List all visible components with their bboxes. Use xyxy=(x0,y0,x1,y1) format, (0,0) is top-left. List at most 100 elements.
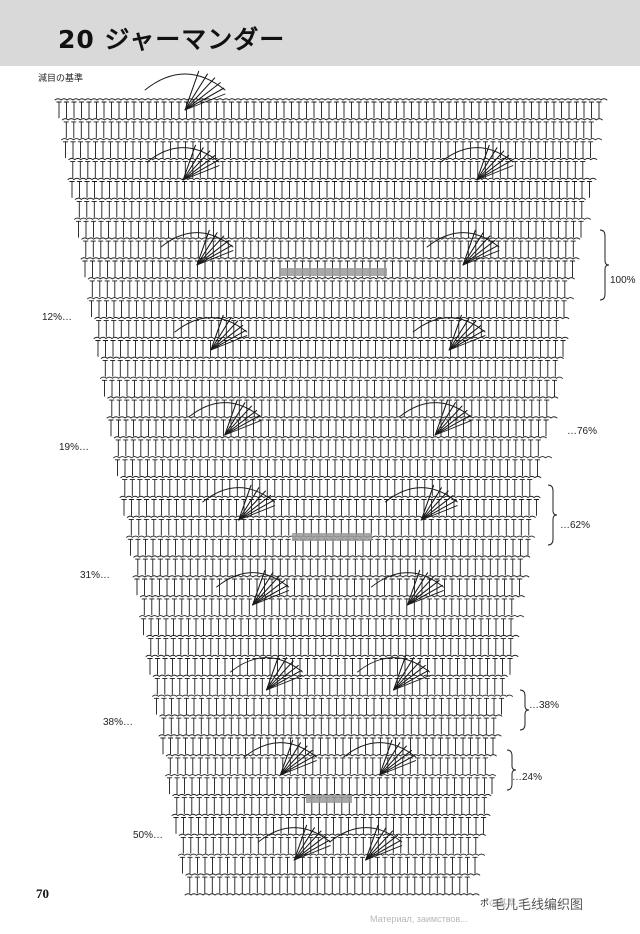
stitch-mark xyxy=(432,658,438,675)
stitch-mark xyxy=(377,757,383,775)
stitch-mark xyxy=(202,538,209,556)
stitch-mark xyxy=(173,240,179,258)
fan-arc xyxy=(188,402,262,418)
stitch-mark xyxy=(454,677,460,695)
stitch-mark xyxy=(246,320,252,337)
stitch-mark xyxy=(201,578,208,596)
stitch-mark xyxy=(191,697,197,715)
stitch-mark xyxy=(158,240,164,258)
stitch-mark xyxy=(347,161,353,178)
stitch-mark xyxy=(465,558,471,576)
stitch-mark xyxy=(176,697,182,715)
stitch-mark xyxy=(477,677,483,695)
stitch-mark xyxy=(562,280,568,298)
stitch-mark xyxy=(204,181,210,198)
stitch-mark xyxy=(526,200,532,218)
stitch-mark xyxy=(502,260,508,278)
stitch-mark xyxy=(217,260,223,278)
stitch-mark xyxy=(198,439,204,457)
stitch-mark xyxy=(332,161,338,178)
stitch-mark xyxy=(253,320,259,337)
stitch-mark xyxy=(389,280,395,298)
stitch-mark xyxy=(442,558,448,576)
stitch-mark xyxy=(468,717,474,735)
stitch-mark xyxy=(518,518,524,536)
stitch-mark xyxy=(363,419,369,437)
stitch-mark xyxy=(95,340,101,357)
bracket xyxy=(599,229,610,301)
stitch-mark xyxy=(271,518,277,536)
stitch-mark xyxy=(414,797,420,814)
stitch-mark xyxy=(124,379,130,397)
stitch-mark xyxy=(313,320,319,337)
stitch-mark xyxy=(416,101,422,119)
stitch-mark xyxy=(181,499,187,516)
stitch-mark xyxy=(312,340,319,357)
stitch-mark xyxy=(415,737,421,755)
stitch-mark xyxy=(111,300,117,318)
stitch-mark xyxy=(360,538,366,556)
stitch-mark xyxy=(270,538,276,556)
stitch-mark xyxy=(234,777,240,795)
stitch-mark xyxy=(117,340,124,357)
stitch-mark xyxy=(357,340,364,357)
stitch-mark xyxy=(518,240,524,258)
stitch-mark xyxy=(351,300,357,318)
stitch-mark xyxy=(233,836,239,854)
stitch-mark xyxy=(496,200,502,218)
stitch-mark xyxy=(236,101,242,119)
stitch-mark xyxy=(268,320,274,337)
stitch-mark xyxy=(335,638,341,655)
stitch-mark xyxy=(234,459,241,477)
stitch-mark xyxy=(430,141,436,159)
stitch-mark xyxy=(249,200,255,218)
stitch-mark xyxy=(195,558,201,576)
stitch-mark xyxy=(335,618,342,636)
stitch-mark xyxy=(273,121,279,139)
stitch-mark xyxy=(340,141,346,159)
stitch-mark xyxy=(93,121,99,139)
stitch-mark xyxy=(281,101,287,119)
stitch-mark xyxy=(470,638,476,655)
stitch-mark xyxy=(159,459,166,477)
stitch-mark xyxy=(436,181,443,198)
stitch-mark xyxy=(284,856,291,874)
stitch-mark xyxy=(167,479,173,496)
stitch-mark xyxy=(448,618,454,636)
stitch-mark xyxy=(223,638,229,655)
stitch-mark xyxy=(263,240,269,258)
stitch-mark xyxy=(379,379,385,397)
stitch-mark xyxy=(479,260,486,278)
stitch-mark xyxy=(466,200,472,218)
stitch-mark xyxy=(215,359,221,377)
stitch-mark xyxy=(493,638,499,655)
stitch-mark xyxy=(382,538,389,556)
stitch-mark xyxy=(112,280,118,298)
stitch-mark xyxy=(516,578,523,596)
stitch-mark xyxy=(196,181,203,198)
stitch-mark xyxy=(310,161,316,178)
stitch-mark xyxy=(475,141,481,159)
stitch-mark xyxy=(521,101,527,119)
stitch-mark xyxy=(368,240,374,258)
stitch-mark xyxy=(371,101,377,119)
stitch-mark xyxy=(164,280,170,298)
stitch-mark xyxy=(387,677,393,695)
stitch-mark xyxy=(314,598,320,616)
stitch-mark xyxy=(247,538,254,556)
stitch-mark xyxy=(238,300,245,318)
stitch-mark xyxy=(354,181,360,198)
stitch-mark xyxy=(76,200,82,218)
stitch-mark xyxy=(92,141,99,159)
stitch-mark xyxy=(98,220,104,238)
stitch-mark xyxy=(395,340,401,357)
stitch-mark xyxy=(330,240,336,258)
stitch-mark xyxy=(452,757,458,775)
fan-stitch xyxy=(224,410,258,436)
stitch-mark xyxy=(108,419,114,437)
stitch-mark xyxy=(348,717,354,735)
stitch-mark xyxy=(475,419,482,437)
stitch-mark xyxy=(345,836,351,854)
stitch-mark xyxy=(471,300,477,318)
stitch-mark xyxy=(294,181,300,198)
